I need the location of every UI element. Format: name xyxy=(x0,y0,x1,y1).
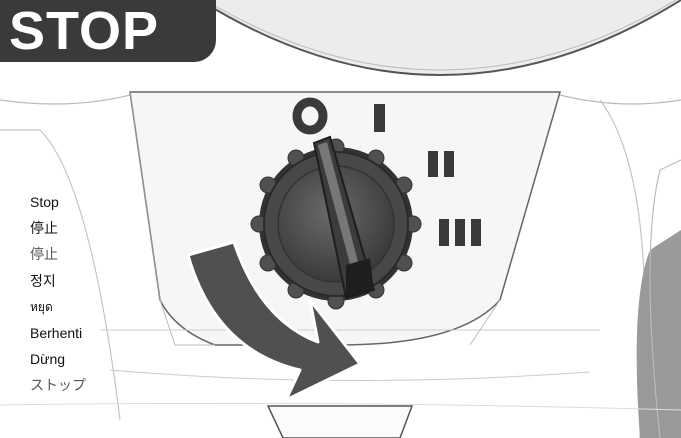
position-3-mark-b xyxy=(455,219,465,246)
position-3-mark-a xyxy=(439,219,449,246)
label-japanese: ストップ xyxy=(30,377,86,394)
turn-arrow xyxy=(186,240,362,402)
position-2-mark-a xyxy=(428,151,438,177)
position-1-mark xyxy=(374,104,385,132)
label-vietnamese: Dừng xyxy=(30,351,66,368)
label-thai: หยุด xyxy=(30,299,53,314)
position-markings xyxy=(292,97,481,246)
position-2-mark-b xyxy=(444,151,454,177)
mode-dial[interactable] xyxy=(250,135,422,310)
label-english: Stop xyxy=(30,194,59,210)
label-malay: Berhenti xyxy=(30,324,83,341)
label-chinese-traditional: 停止 xyxy=(30,246,58,263)
position-off-mark xyxy=(292,97,328,135)
stop-badge: STOP xyxy=(0,0,216,62)
multilingual-stop-labels: Stop 停止 停止 정지 หยุด Berhenti Dừng ストップ xyxy=(30,191,86,401)
position-3-mark-c xyxy=(471,219,481,246)
label-korean: 정지 xyxy=(30,272,56,289)
label-chinese-simplified: 停止 xyxy=(30,220,58,237)
